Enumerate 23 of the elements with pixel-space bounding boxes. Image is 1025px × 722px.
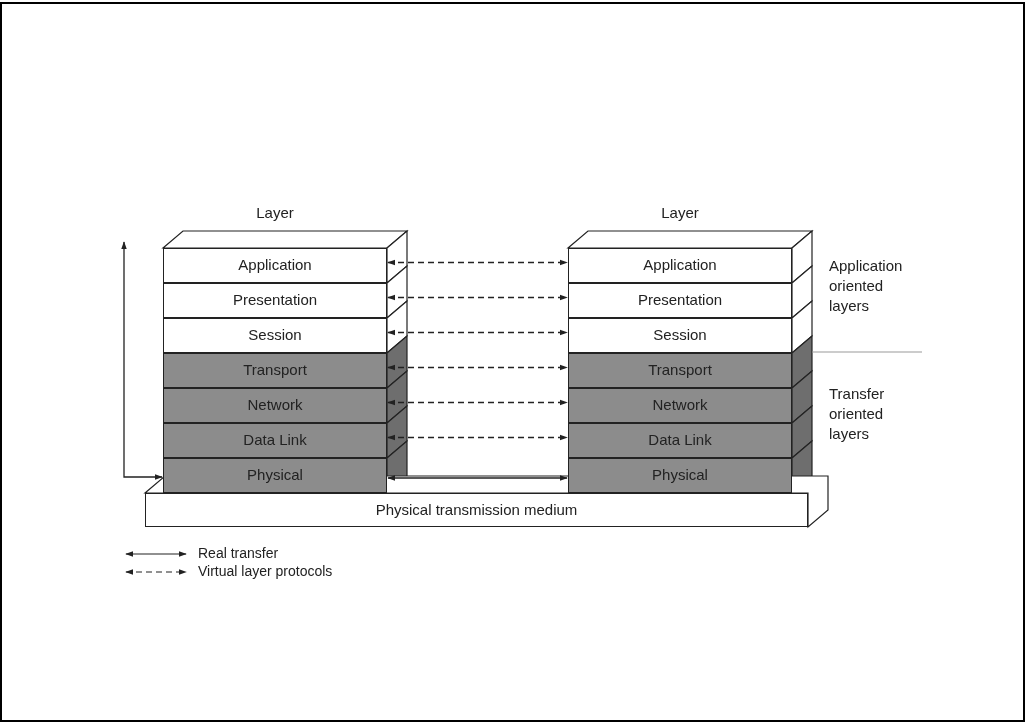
arrow [387, 434, 568, 441]
arrow [387, 259, 568, 266]
layer-group-label: Transfer oriented layers [829, 384, 886, 444]
arrow [387, 475, 568, 481]
legend-label: Real transfer [198, 544, 279, 563]
layer-box: Physical [163, 458, 387, 493]
arrow [387, 364, 568, 371]
arrow [387, 329, 568, 336]
layer-group-label: Layer [255, 203, 295, 223]
legend-label: Virtual layer protocols [198, 562, 333, 581]
layer-box: Physical [568, 458, 792, 493]
layer-box: Data Link [568, 423, 792, 458]
medium-block: Physical transmission medium [145, 493, 808, 527]
layer-box: Transport [163, 353, 387, 388]
layer-box: Network [568, 388, 792, 423]
arrow [387, 399, 568, 406]
layer-box: Transport [568, 353, 792, 388]
layer-group-label: Application oriented layers [829, 256, 904, 316]
layer-group-label: Layer [660, 203, 700, 223]
arrow [387, 294, 568, 301]
layer-box: Data Link [163, 423, 387, 458]
layer-box: Network [163, 388, 387, 423]
arrow [121, 241, 163, 480]
